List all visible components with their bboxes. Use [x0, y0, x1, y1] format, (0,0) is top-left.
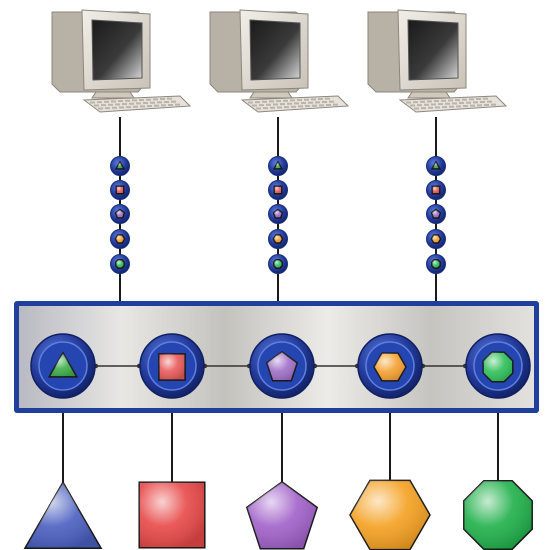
hub-port-octagon [465, 333, 531, 399]
square-bead-icon-highlight [432, 186, 440, 194]
computers-row [51, 9, 508, 113]
octagon-bead-icon-highlight [431, 259, 441, 269]
octagon-bead-icon-highlight [115, 259, 125, 269]
hexagon-bead-icon-highlight [115, 235, 125, 243]
endpoint-hexagon [349, 479, 431, 550]
hexagon-bead-icon-highlight [273, 235, 283, 243]
signal-bead-columns [110, 156, 446, 274]
triangle-bead-icon-highlight [274, 162, 282, 169]
bead-column-1 [110, 156, 130, 274]
triangle-bead-icon-highlight [432, 162, 440, 169]
hexagon-port-icon-highlight [374, 353, 406, 381]
octagon-bead-icon-highlight [273, 259, 283, 269]
square-port-icon-highlight [158, 353, 186, 381]
triangle-port-icon-highlight [49, 352, 77, 377]
hub-port-square [139, 333, 205, 399]
hub-port-triangle [30, 333, 96, 399]
pentagon-bead-icon-highlight [273, 209, 283, 218]
octagon-port-icon-highlight [483, 352, 513, 382]
triangle-endpoint-icon-highlight [24, 482, 102, 549]
pentagon-bead-icon-highlight [431, 209, 441, 218]
square-bead-icon-highlight [274, 186, 282, 194]
monitor-screen [91, 19, 143, 81]
endpoint-triangle [23, 480, 103, 550]
octagon-endpoint-icon-highlight [463, 480, 533, 550]
desktop-computer-icon [367, 9, 508, 113]
hexagon-bead-icon-highlight [431, 235, 441, 243]
bead-column-3 [426, 156, 446, 274]
monitor-screen [407, 19, 459, 81]
bead-column-2 [268, 156, 288, 274]
endpoint-square [138, 481, 206, 549]
endpoint-pentagon [245, 480, 319, 550]
hub-port-hexagon [357, 333, 423, 399]
hub-port-pentagon [249, 333, 315, 399]
monitor-screen [249, 19, 301, 81]
desktop-computer-icon [209, 9, 350, 113]
square-bead-icon-highlight [116, 186, 124, 194]
pentagon-port-icon-highlight [266, 351, 298, 381]
pentagon-bead-icon-highlight [115, 209, 125, 218]
pentagon-endpoint-icon-highlight [246, 481, 318, 549]
square-endpoint-icon-highlight [139, 482, 205, 548]
endpoint-octagon [463, 480, 533, 550]
desktop-computer-icon [51, 9, 192, 113]
hexagon-endpoint-icon-highlight [350, 480, 430, 550]
endpoint-shapes [23, 479, 533, 550]
triangle-bead-icon-highlight [116, 162, 124, 169]
hub-ports [30, 333, 531, 399]
